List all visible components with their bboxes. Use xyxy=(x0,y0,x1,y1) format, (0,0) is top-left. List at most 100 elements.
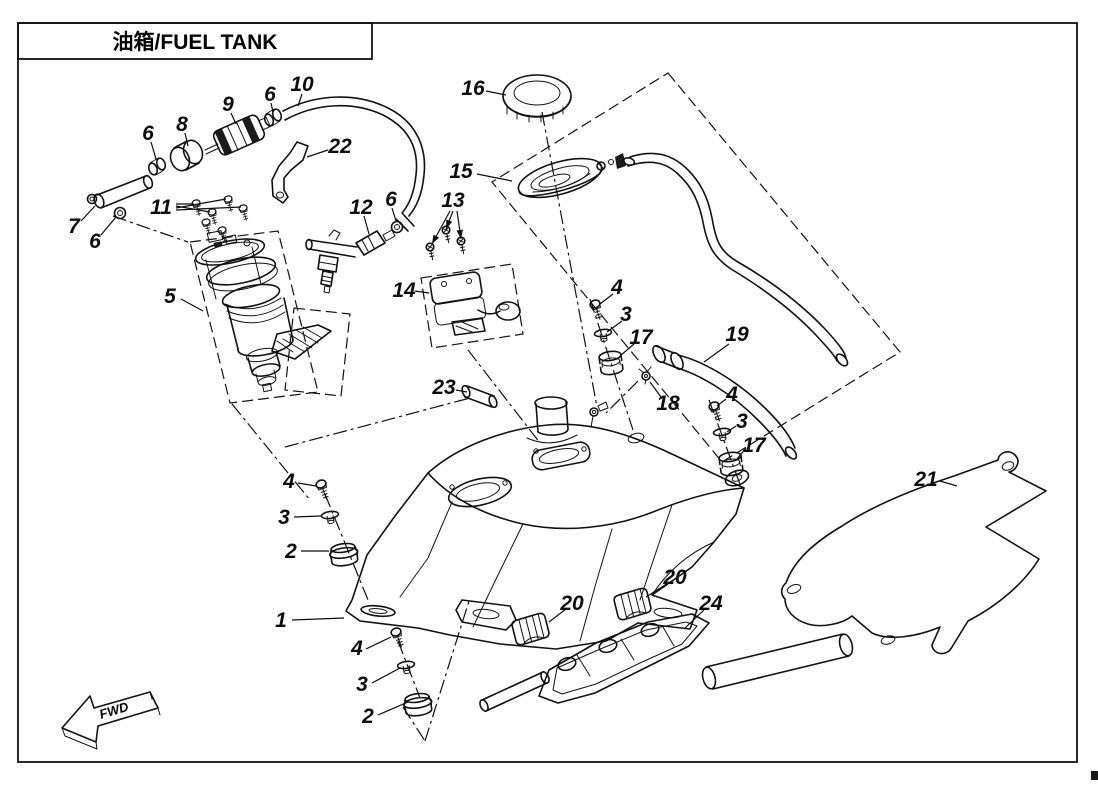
callout-3-22: 3 xyxy=(736,410,748,433)
callout-18-20: 18 xyxy=(656,392,680,415)
leader-line-24 xyxy=(683,609,705,630)
callout-3-17: 3 xyxy=(620,303,632,326)
vent-fitting xyxy=(589,407,599,417)
callout-4-21: 4 xyxy=(725,383,738,406)
callout-22-7: 22 xyxy=(327,135,352,158)
border-frame xyxy=(17,22,1078,763)
leader-line-6 xyxy=(150,141,157,160)
leader-arrowhead-13 xyxy=(456,229,463,239)
heat-shield-21 xyxy=(780,451,1047,655)
leader-arrowhead-13 xyxy=(432,234,440,244)
leader-line-23 xyxy=(455,389,468,393)
dashed-group-boxes xyxy=(189,72,901,463)
overflow-hose xyxy=(677,354,796,449)
leader-line-19 xyxy=(703,343,730,363)
leader-line-3 xyxy=(726,425,737,433)
callout-10-2: 10 xyxy=(290,73,314,96)
leader-line-3 xyxy=(371,667,401,684)
callout-8-5: 8 xyxy=(176,113,188,136)
callout-9-4: 9 xyxy=(222,93,234,116)
leader-line-6 xyxy=(270,102,274,113)
pump-opening xyxy=(447,476,513,508)
callout-6-6: 6 xyxy=(142,122,154,145)
float xyxy=(495,301,521,321)
leader-line-7 xyxy=(80,205,96,222)
leader-line-15 xyxy=(476,173,513,182)
bracket-22 xyxy=(271,141,309,204)
callout-7-8: 7 xyxy=(68,215,81,238)
leader-line-11 xyxy=(175,198,227,209)
leader-line-14 xyxy=(414,290,430,294)
leader-line-12 xyxy=(363,215,370,235)
leader-line-20 xyxy=(645,582,669,598)
leader-line-10 xyxy=(297,93,303,107)
leader-line-6 xyxy=(100,216,117,236)
cap-group-box xyxy=(491,72,901,463)
callout-4-16: 4 xyxy=(610,276,623,299)
callout-17-18: 17 xyxy=(629,326,654,349)
leader-line-18 xyxy=(649,381,662,398)
callout-21-35: 21 xyxy=(913,468,937,491)
rear-mount-ear-left xyxy=(627,432,645,444)
sensor-group-box xyxy=(420,263,524,349)
callout-2-27: 2 xyxy=(284,540,297,563)
float-arm xyxy=(477,309,501,315)
leader-line-1 xyxy=(291,617,345,621)
leader-line-11 xyxy=(175,206,242,211)
title-box xyxy=(17,22,373,60)
breather-hose-assembly xyxy=(596,152,849,367)
pump-strainer xyxy=(271,324,332,360)
sensor-opening xyxy=(531,441,591,471)
leader-line-21 xyxy=(939,480,958,487)
callout-6-3: 6 xyxy=(264,83,276,106)
mount-bracket-24 xyxy=(479,613,854,712)
callout-20-33: 20 xyxy=(662,566,687,589)
callout-19-19: 19 xyxy=(725,323,749,346)
callout-16-0: 16 xyxy=(461,77,485,100)
leader-line-6 xyxy=(391,207,397,222)
fuel-cap xyxy=(502,74,572,123)
callout-6-9: 6 xyxy=(89,230,101,253)
clamp-6b xyxy=(263,113,275,127)
strainer-group-box xyxy=(284,307,351,397)
rear-mount-ear-right xyxy=(724,469,750,487)
callout-15-1: 15 xyxy=(449,160,473,183)
fuel-hose-10 xyxy=(282,96,426,217)
nut-6c xyxy=(390,220,404,234)
callout-17-23: 17 xyxy=(742,434,767,457)
overflow-hose-assembly xyxy=(638,344,798,460)
fuel-pump-assembly xyxy=(194,230,332,393)
leader-line-17 xyxy=(736,447,747,460)
callout-13-14: 13 xyxy=(441,189,465,212)
left-mount-slot xyxy=(360,604,396,618)
callout-23-24: 23 xyxy=(431,376,456,399)
leader-line-3 xyxy=(606,320,623,333)
leader-line-4 xyxy=(599,293,614,305)
leader-line-4 xyxy=(716,398,727,407)
leader-line-17 xyxy=(619,343,635,357)
page-title: 油箱/FUEL TANK xyxy=(113,30,278,54)
callout-3-30: 3 xyxy=(356,673,368,696)
clamp-6 xyxy=(147,162,159,176)
callout-6-13: 6 xyxy=(385,188,397,211)
callout-12-12: 12 xyxy=(349,196,373,219)
callout-4-29: 4 xyxy=(350,637,363,660)
leader-line-9 xyxy=(230,112,237,125)
callout-1-28: 1 xyxy=(275,609,287,632)
callout-5-11: 5 xyxy=(164,285,176,308)
leader-line-16 xyxy=(485,90,507,96)
right-mount-slot xyxy=(653,607,683,619)
fuel-level-sensor xyxy=(424,224,521,336)
callout-3-26: 3 xyxy=(278,506,290,529)
leader-line-2 xyxy=(377,701,409,716)
fuel-hose-7 xyxy=(96,175,151,209)
assembly-center-lines xyxy=(112,111,742,742)
callout-20-32: 20 xyxy=(559,592,584,615)
breather-hose xyxy=(629,152,847,359)
leader-line-4 xyxy=(365,636,392,650)
leader-line-20 xyxy=(548,608,567,623)
